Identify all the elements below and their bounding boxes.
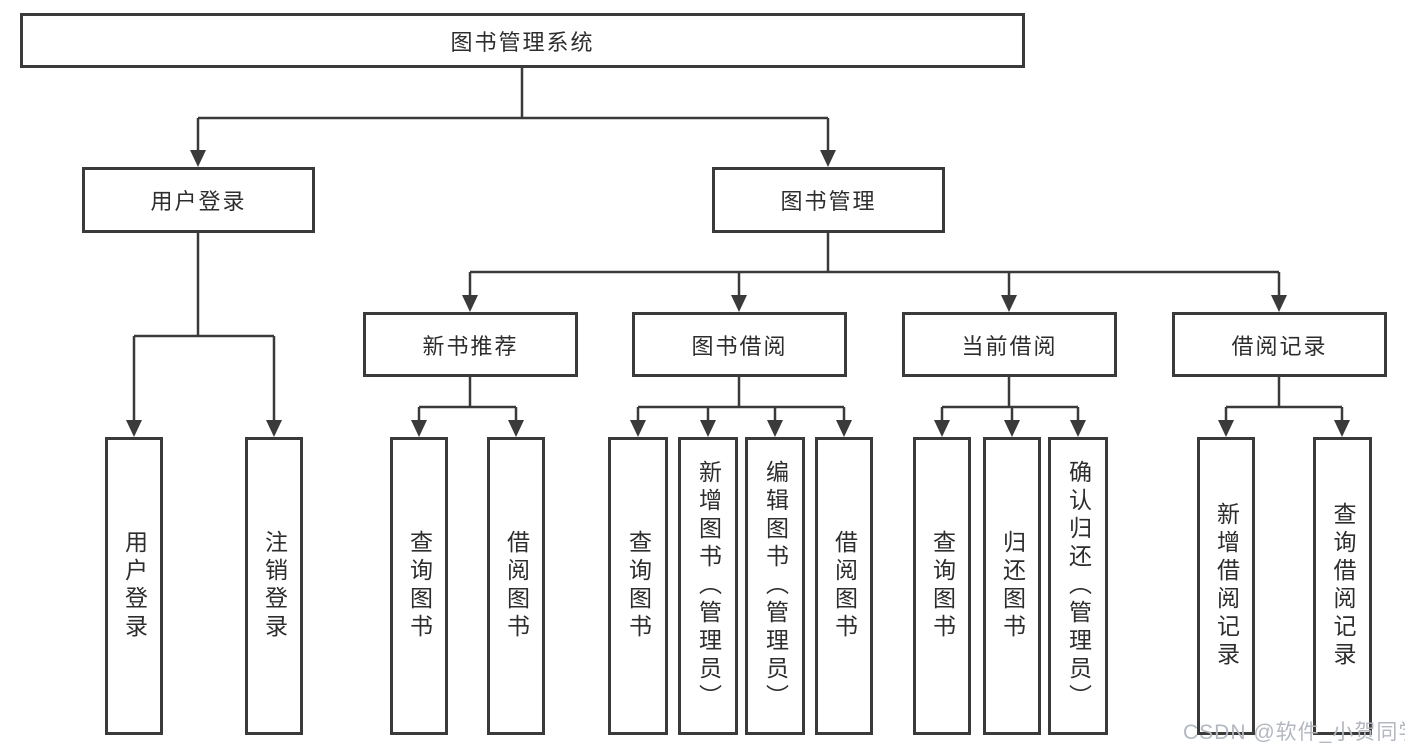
leaf-add-borrow-record: 新增借阅记录 [1197,437,1255,735]
node-label: 确认归还（管理员） [1065,460,1092,712]
node-label: 查询图书 [625,530,652,642]
node-label: 编辑图书（管理员） [762,460,789,712]
leaf-borrowing-borrow-books: 借阅图书 [815,437,873,735]
leaf-confirm-return-admin: 确认归还（管理员） [1048,437,1108,735]
node-label: 注销登录 [261,530,288,642]
node-label: 归还图书 [999,530,1026,642]
node-label: 图书借阅 [691,333,788,359]
leaf-edit-books-admin: 编辑图书（管理员） [745,437,805,735]
node-book-borrowing: 图书借阅 [632,312,847,377]
leaf-add-books-admin: 新增图书（管理员） [678,437,738,735]
node-book-management: 图书管理 [712,167,945,233]
leaf-current-query-books: 查询图书 [913,437,971,735]
node-new-book-recommendation: 新书推荐 [363,312,578,377]
node-label: 新增借阅记录 [1213,502,1240,670]
node-label: 用户登录 [150,189,247,214]
node-borrowing-records: 借阅记录 [1172,312,1387,377]
node-label: 用户登录 [121,530,148,642]
node-library-management-system: 图书管理系统 [20,13,1025,68]
node-label: 新增图书（管理员） [695,460,722,712]
leaf-borrowing-query-books: 查询图书 [608,437,668,735]
node-label: 图书管理系统 [450,29,595,55]
leaf-recommend-query-books: 查询图书 [390,437,448,735]
leaf-recommend-borrow-books: 借阅图书 [487,437,545,735]
node-label: 当前借阅 [961,333,1058,359]
leaf-query-borrow-record: 查询借阅记录 [1313,437,1372,735]
csdn-watermark: CSDN @软件_小贺同学 [1183,721,1405,744]
node-current-borrowing: 当前借阅 [902,312,1117,377]
leaf-return-books: 归还图书 [983,437,1041,735]
node-label: 新书推荐 [422,333,519,359]
node-label: 图书管理 [780,189,877,214]
node-label: 借阅图书 [503,530,530,642]
node-label: 借阅图书 [831,530,858,642]
node-label: 查询借阅记录 [1330,502,1356,670]
node-label: 查询图书 [929,530,956,642]
leaf-user-login: 用户登录 [105,437,163,735]
node-user-login: 用户登录 [82,167,315,233]
leaf-logout: 注销登录 [245,437,303,735]
node-label: 查询图书 [406,530,433,642]
node-label: 借阅记录 [1231,333,1328,359]
